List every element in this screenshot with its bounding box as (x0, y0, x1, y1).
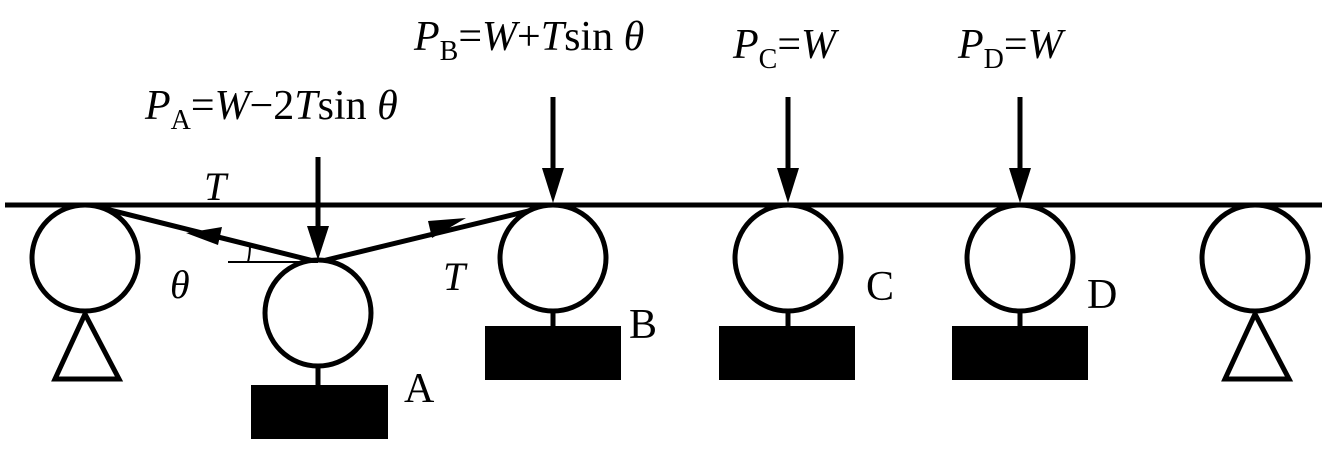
roller-label-c: C (866, 264, 894, 310)
roller-c-block (719, 326, 855, 380)
load-arrow-d (1009, 97, 1031, 203)
angle-arc (247, 244, 252, 263)
roller-a (251, 257, 388, 439)
roller-b-block (485, 326, 621, 380)
roller-label-b: B (629, 302, 657, 348)
load-arrow-c (777, 97, 799, 203)
right-support-roller (1199, 202, 1311, 382)
right-support-triangle (1221, 308, 1294, 382)
load-label-b: PB=W+Tsin θ (413, 14, 644, 67)
load-label-c: PC=W (732, 22, 840, 75)
roller-label-d: D (1087, 272, 1117, 318)
roller-c (719, 202, 855, 380)
roller-b (485, 202, 621, 380)
load-label-a: PA=W−2Tsin θ (144, 83, 398, 136)
roller-label-a: A (404, 366, 435, 412)
angle-label: θ (170, 262, 190, 307)
left-support-triangle (51, 308, 124, 382)
load-label-d: PD=W (957, 22, 1067, 75)
left-support-roller (29, 202, 141, 382)
load-arrow-b (542, 97, 564, 203)
tension-label-left: T (204, 164, 229, 209)
tension-arrowhead-right (428, 218, 466, 238)
roller-d (952, 202, 1088, 380)
roller-d-block (952, 326, 1088, 380)
tension-label-right: T (443, 254, 468, 299)
load-arrow-a (307, 157, 329, 260)
tension-arrowhead-left (186, 227, 222, 245)
roller-a-block (251, 385, 388, 439)
